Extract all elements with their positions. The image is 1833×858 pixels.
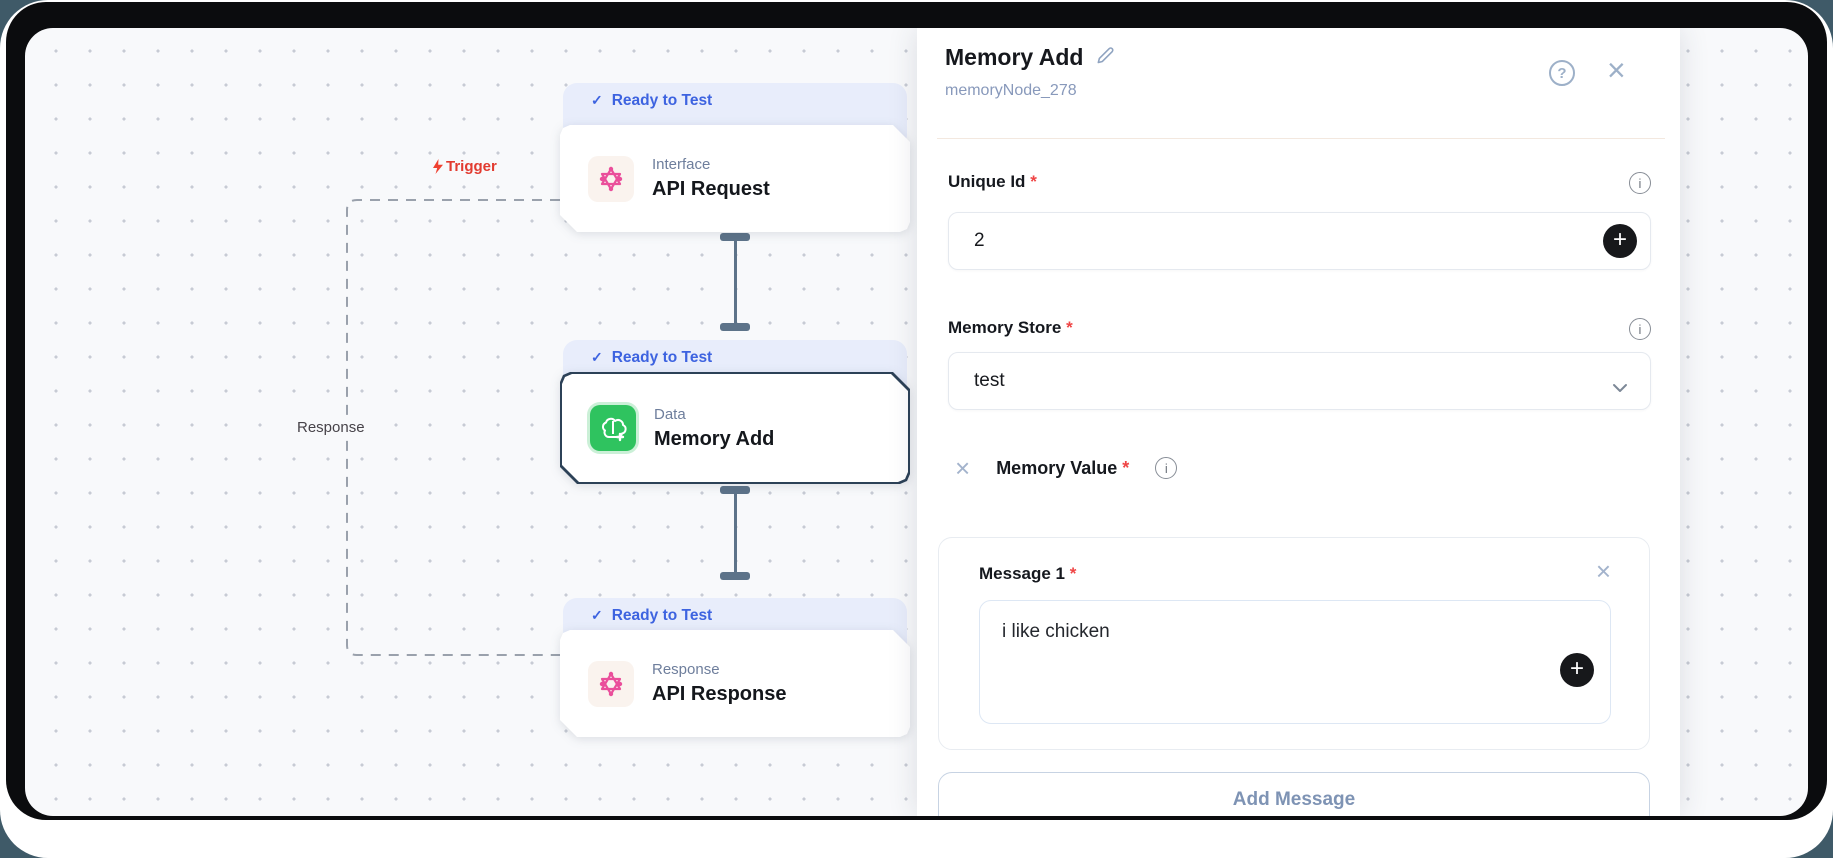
memory-store-value: test	[974, 370, 1005, 391]
unique-id-value: 2	[974, 230, 985, 251]
node-title: API Request	[652, 178, 770, 200]
node-title: API Response	[652, 683, 787, 705]
info-icon[interactable]: i	[1629, 172, 1651, 194]
connector-handle[interactable]	[720, 486, 750, 494]
message-1-label: Message 1 *	[979, 564, 1077, 583]
connector-line	[734, 237, 737, 331]
node-id-subtitle: memoryNode_278	[945, 82, 1077, 99]
response-edge-label: Response	[291, 416, 371, 439]
connector-line	[734, 490, 737, 580]
memory-value-label: Memory Value *	[996, 457, 1130, 478]
required-asterisk: *	[1069, 564, 1077, 583]
message-1-textarea[interactable]: i like chicken +	[979, 600, 1611, 724]
memory-store-select[interactable]: test	[948, 352, 1651, 410]
connector-handle[interactable]	[720, 572, 750, 580]
insert-variable-button[interactable]: +	[1560, 653, 1594, 687]
brain-add-green-icon	[590, 405, 636, 451]
message-1-value: i like chicken	[1002, 621, 1110, 642]
edit-pencil-icon[interactable]	[1095, 45, 1116, 71]
check-icon: ✓	[591, 607, 603, 623]
collapse-section-icon[interactable]: ×	[955, 453, 971, 483]
remove-message-icon[interactable]: ×	[1595, 556, 1611, 586]
close-panel-icon[interactable]: ×	[1607, 52, 1626, 88]
unique-id-label: Unique Id *	[948, 172, 1037, 191]
status-badge-label: Ready to Test	[611, 349, 713, 366]
status-badge-label: Ready to Test	[611, 92, 713, 109]
trigger-label-text: Trigger	[446, 158, 497, 175]
required-asterisk: *	[1122, 457, 1130, 478]
node-category: Data	[654, 405, 686, 423]
info-icon[interactable]: i	[1629, 318, 1651, 340]
node-category: Response	[652, 661, 720, 678]
add-message-button[interactable]: Add Message	[938, 772, 1650, 816]
chevron-down-icon	[1612, 377, 1628, 399]
node-api-response[interactable]: Response API Response	[560, 630, 910, 737]
insert-variable-button[interactable]: +	[1603, 224, 1637, 258]
status-badge-label: Ready to Test	[611, 607, 713, 624]
message-card: Message 1 * × i like chicken +	[938, 537, 1650, 750]
required-asterisk: *	[1066, 318, 1073, 337]
info-icon[interactable]: i	[1155, 457, 1178, 479]
node-api-request[interactable]: Interface API Request	[560, 125, 910, 232]
required-asterisk: *	[1030, 172, 1037, 191]
connector-handle[interactable]	[720, 323, 750, 331]
node-memory-add-selected[interactable]: Data Memory Add	[560, 372, 910, 484]
check-icon: ✓	[591, 92, 603, 108]
panel-title: Memory Add	[945, 44, 1084, 70]
node-title: Memory Add	[654, 427, 775, 450]
trigger-edge-label: Trigger	[433, 158, 497, 175]
check-icon: ✓	[591, 349, 603, 365]
node-category: Interface	[652, 156, 711, 173]
atom-pink-icon	[588, 661, 634, 707]
atom-pink-icon	[588, 156, 634, 202]
header-divider	[937, 138, 1665, 139]
node-properties-panel: Memory Add memoryNode_278 ? × Unique Id …	[917, 28, 1680, 816]
connector-handle[interactable]	[720, 233, 750, 241]
workflow-canvas[interactable]: Trigger Response ✓ Ready to Test Interfa…	[25, 28, 1808, 816]
memory-store-label: Memory Store *	[948, 318, 1073, 337]
unique-id-input[interactable]: 2 +	[948, 212, 1651, 270]
lightning-bolt-icon	[433, 159, 443, 174]
help-icon[interactable]: ?	[1549, 60, 1575, 86]
